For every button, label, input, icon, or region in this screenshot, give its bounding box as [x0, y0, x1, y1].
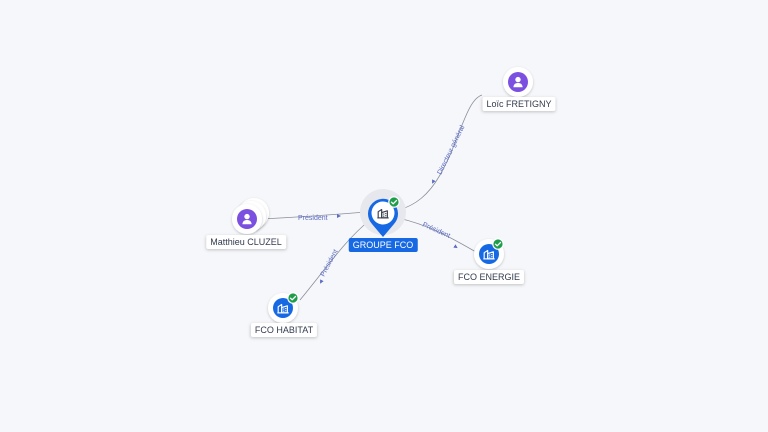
node-fco-energie[interactable] — [474, 238, 504, 269]
node-label-matthieu[interactable]: Matthieu CLUZEL — [206, 235, 286, 249]
edge-arrow — [432, 179, 436, 184]
edge-arrow — [320, 279, 324, 284]
edge-label-matthieu: Président — [298, 215, 328, 222]
check-icon — [388, 196, 400, 208]
edges — [261, 94, 483, 301]
node-matthieu[interactable] — [232, 198, 269, 234]
edge-label-energie: Président — [421, 221, 451, 239]
edge-matthieu-to-groupe — [261, 211, 367, 220]
node-fco-habitat[interactable] — [268, 292, 299, 323]
edge-arrow — [453, 244, 458, 249]
edge-label-habitat: Président — [320, 248, 340, 277]
node-label-loic[interactable]: Loïc FRETIGNY — [482, 97, 556, 111]
edge-groupe-to-energie — [397, 217, 477, 253]
node-loic[interactable] — [503, 67, 533, 97]
node-groupe-fco[interactable] — [360, 189, 406, 237]
edge-groupe-to-habitat — [299, 219, 371, 301]
check-icon — [287, 292, 299, 304]
node-label-groupe-fco[interactable]: GROUPE FCO — [348, 238, 418, 252]
check-icon — [492, 238, 504, 250]
edge-label-loic: Directeur général — [437, 124, 467, 176]
node-label-fco-energie[interactable]: FCO ENERGIE — [453, 270, 525, 284]
edge-loic-to-groupe — [398, 94, 483, 211]
node-label-fco-habitat[interactable]: FCO HABITAT — [250, 323, 318, 337]
